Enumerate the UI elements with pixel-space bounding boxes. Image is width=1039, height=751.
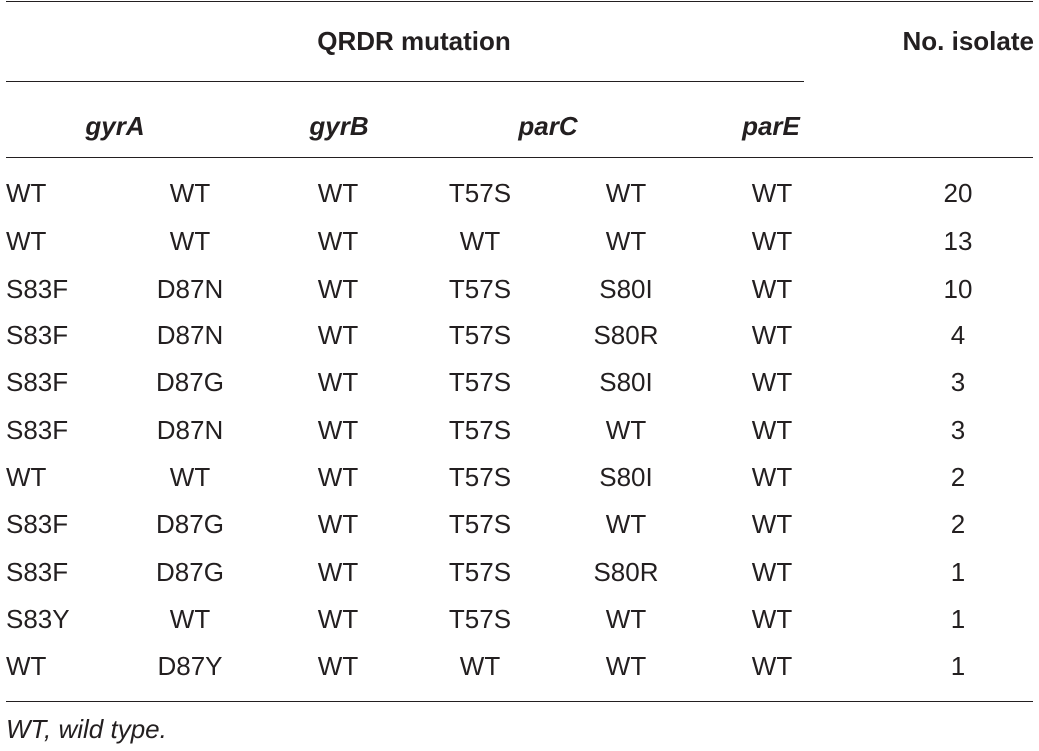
cell-parC-2: S80I <box>599 367 653 397</box>
cell-gyrA-1: S83F <box>6 320 69 350</box>
cell-gyrA-1: S83F <box>6 415 69 445</box>
cell-gyrA-1: WT <box>6 226 47 256</box>
cell-gyrA-2: WT <box>169 604 211 634</box>
cell-parE: WT <box>751 226 793 256</box>
cell-parC-1: T57S <box>448 509 512 539</box>
cell-gyrA-2: D87G <box>156 367 224 397</box>
cell-parC-2: WT <box>605 415 647 445</box>
cell-parE: WT <box>751 651 793 681</box>
cell-parC-2: S80I <box>599 462 653 492</box>
cell-parC-1: T57S <box>448 604 512 634</box>
cell-parE: WT <box>751 462 793 492</box>
cell-parC-1: T57S <box>448 367 512 397</box>
cell-gyrB: WT <box>317 462 359 492</box>
cell-parC-1: WT <box>459 226 501 256</box>
cell-parE: WT <box>751 415 793 445</box>
gene-header-parE: parE <box>742 111 800 141</box>
cell-parC-2: WT <box>605 178 647 208</box>
cell-gyrA-1: WT <box>6 462 47 492</box>
cell-gyrA-2: D87N <box>156 415 224 445</box>
bottom-rule <box>6 701 1033 702</box>
cell-parE: WT <box>751 557 793 587</box>
cell-parC-1: WT <box>459 651 501 681</box>
cell-gyrA-1: S83F <box>6 274 69 304</box>
gene-header-parC: parC <box>518 111 578 141</box>
cell-gyrB: WT <box>317 509 359 539</box>
gene-header-gyrB: gyrB <box>309 111 369 141</box>
cell-parC-2: S80I <box>599 274 653 304</box>
group-subrule <box>6 81 804 82</box>
cell-count: 10 <box>943 274 973 304</box>
cell-count: 13 <box>943 226 973 256</box>
cell-parC-1: T57S <box>448 274 512 304</box>
cell-count: 3 <box>950 415 966 445</box>
cell-gyrB: WT <box>317 226 359 256</box>
no-isolate-header: No. isolate <box>902 26 1034 56</box>
cell-gyrA-2: WT <box>169 226 211 256</box>
cell-count: 3 <box>950 367 966 397</box>
cell-parC-1: T57S <box>448 415 512 445</box>
cell-gyrA-1: S83F <box>6 557 69 587</box>
cell-parC-2: S80R <box>593 557 659 587</box>
cell-parC-2: S80R <box>593 320 659 350</box>
cell-gyrA-1: S83Y <box>6 604 70 634</box>
cell-gyrB: WT <box>317 651 359 681</box>
cell-parE: WT <box>751 604 793 634</box>
cell-count: 4 <box>950 320 966 350</box>
cell-gyrA-1: S83F <box>6 367 69 397</box>
cell-parC-1: T57S <box>448 178 512 208</box>
cell-count: 1 <box>950 604 966 634</box>
cell-gyrA-2: D87G <box>156 509 224 539</box>
qrdr-mutation-header: QRDR mutation <box>317 26 511 56</box>
cell-gyrB: WT <box>317 604 359 634</box>
cell-gyrA-2: D87Y <box>157 651 223 681</box>
cell-gyrB: WT <box>317 274 359 304</box>
cell-gyrB: WT <box>317 415 359 445</box>
cell-gyrA-2: D87N <box>156 320 224 350</box>
cell-gyrB: WT <box>317 367 359 397</box>
cell-parE: WT <box>751 274 793 304</box>
cell-parC-1: T57S <box>448 462 512 492</box>
cell-gyrA-1: WT <box>6 651 47 681</box>
cell-count: 1 <box>950 557 966 587</box>
cell-parE: WT <box>751 178 793 208</box>
cell-parC-2: WT <box>605 604 647 634</box>
cell-count: 1 <box>950 651 966 681</box>
header-rule <box>6 157 1033 158</box>
footnote: WT, wild type. <box>6 714 167 744</box>
cell-parE: WT <box>751 320 793 350</box>
cell-gyrB: WT <box>317 178 359 208</box>
cell-parE: WT <box>751 509 793 539</box>
cell-gyrB: WT <box>317 320 359 350</box>
cell-parC-2: WT <box>605 509 647 539</box>
cell-gyrA-1: S83F <box>6 509 69 539</box>
cell-parC-2: WT <box>605 651 647 681</box>
top-rule <box>6 1 1033 2</box>
cell-gyrA-2: D87N <box>156 274 224 304</box>
cell-count: 2 <box>950 509 966 539</box>
cell-gyrA-2: D87G <box>156 557 224 587</box>
gene-header-gyrA: gyrA <box>85 111 145 141</box>
cell-parC-1: T57S <box>448 320 512 350</box>
cell-gyrA-2: WT <box>169 178 211 208</box>
cell-parC-2: WT <box>605 226 647 256</box>
cell-parC-1: T57S <box>448 557 512 587</box>
cell-parE: WT <box>751 367 793 397</box>
cell-gyrA-1: WT <box>6 178 47 208</box>
cell-gyrB: WT <box>317 557 359 587</box>
cell-count: 20 <box>943 178 973 208</box>
cell-count: 2 <box>950 462 966 492</box>
cell-gyrA-2: WT <box>169 462 211 492</box>
